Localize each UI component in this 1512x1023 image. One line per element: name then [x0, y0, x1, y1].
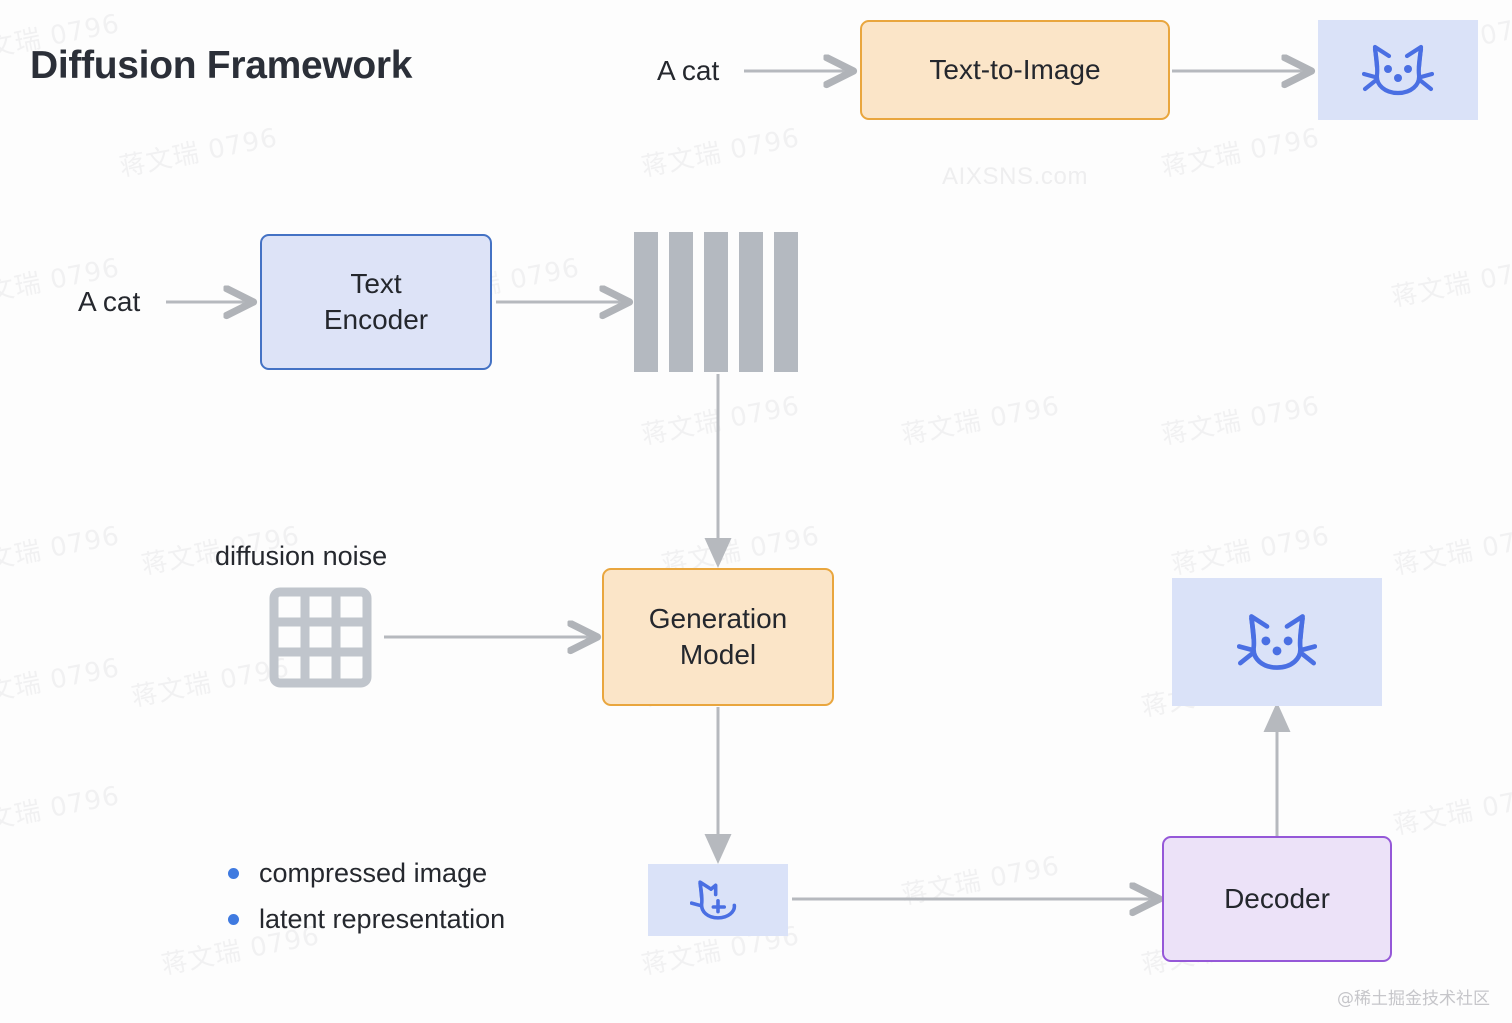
main-prompt-label: A cat [78, 286, 141, 317]
partial-cat-latent-icon [690, 880, 737, 920]
embedding-bar [704, 232, 728, 372]
noise-grid-icon [268, 586, 373, 694]
list-item-label: compressed image [259, 857, 488, 888]
embedding-bar [634, 232, 658, 372]
embedding-bar [669, 232, 693, 372]
final-output-image [1172, 578, 1382, 706]
embedding-bar [774, 232, 798, 372]
bullet-dot-icon [228, 867, 239, 879]
list-item-label: latent representation [259, 903, 506, 934]
diffusion-noise-label: diffusion noise [215, 541, 388, 571]
bullet-dot-icon [228, 913, 239, 925]
embedding-bars-icon [634, 232, 798, 372]
site-watermark: AIXSNS.com [942, 163, 1089, 190]
text-to-image-node[interactable]: Text-to-Image [860, 20, 1170, 120]
page-title: Diffusion Framework [30, 44, 413, 87]
decoder-node[interactable]: Decoder [1162, 836, 1392, 962]
generation-model-node[interactable]: Generation Model [602, 568, 834, 706]
cat-face-icon [1362, 44, 1434, 96]
latent-notes-list: compressed image latent representation [228, 850, 505, 942]
text-encoder-node[interactable]: Text Encoder [260, 234, 492, 370]
embedding-bar [739, 232, 763, 372]
top-output-image [1318, 20, 1478, 120]
latent-representation-image [648, 864, 788, 936]
list-item: latent representation [228, 896, 505, 942]
list-item: compressed image [228, 850, 505, 896]
top-prompt-label: A cat [657, 55, 720, 86]
community-watermark: @稀土掘金技术社区 [1337, 989, 1490, 1009]
cat-face-icon [1237, 614, 1317, 670]
